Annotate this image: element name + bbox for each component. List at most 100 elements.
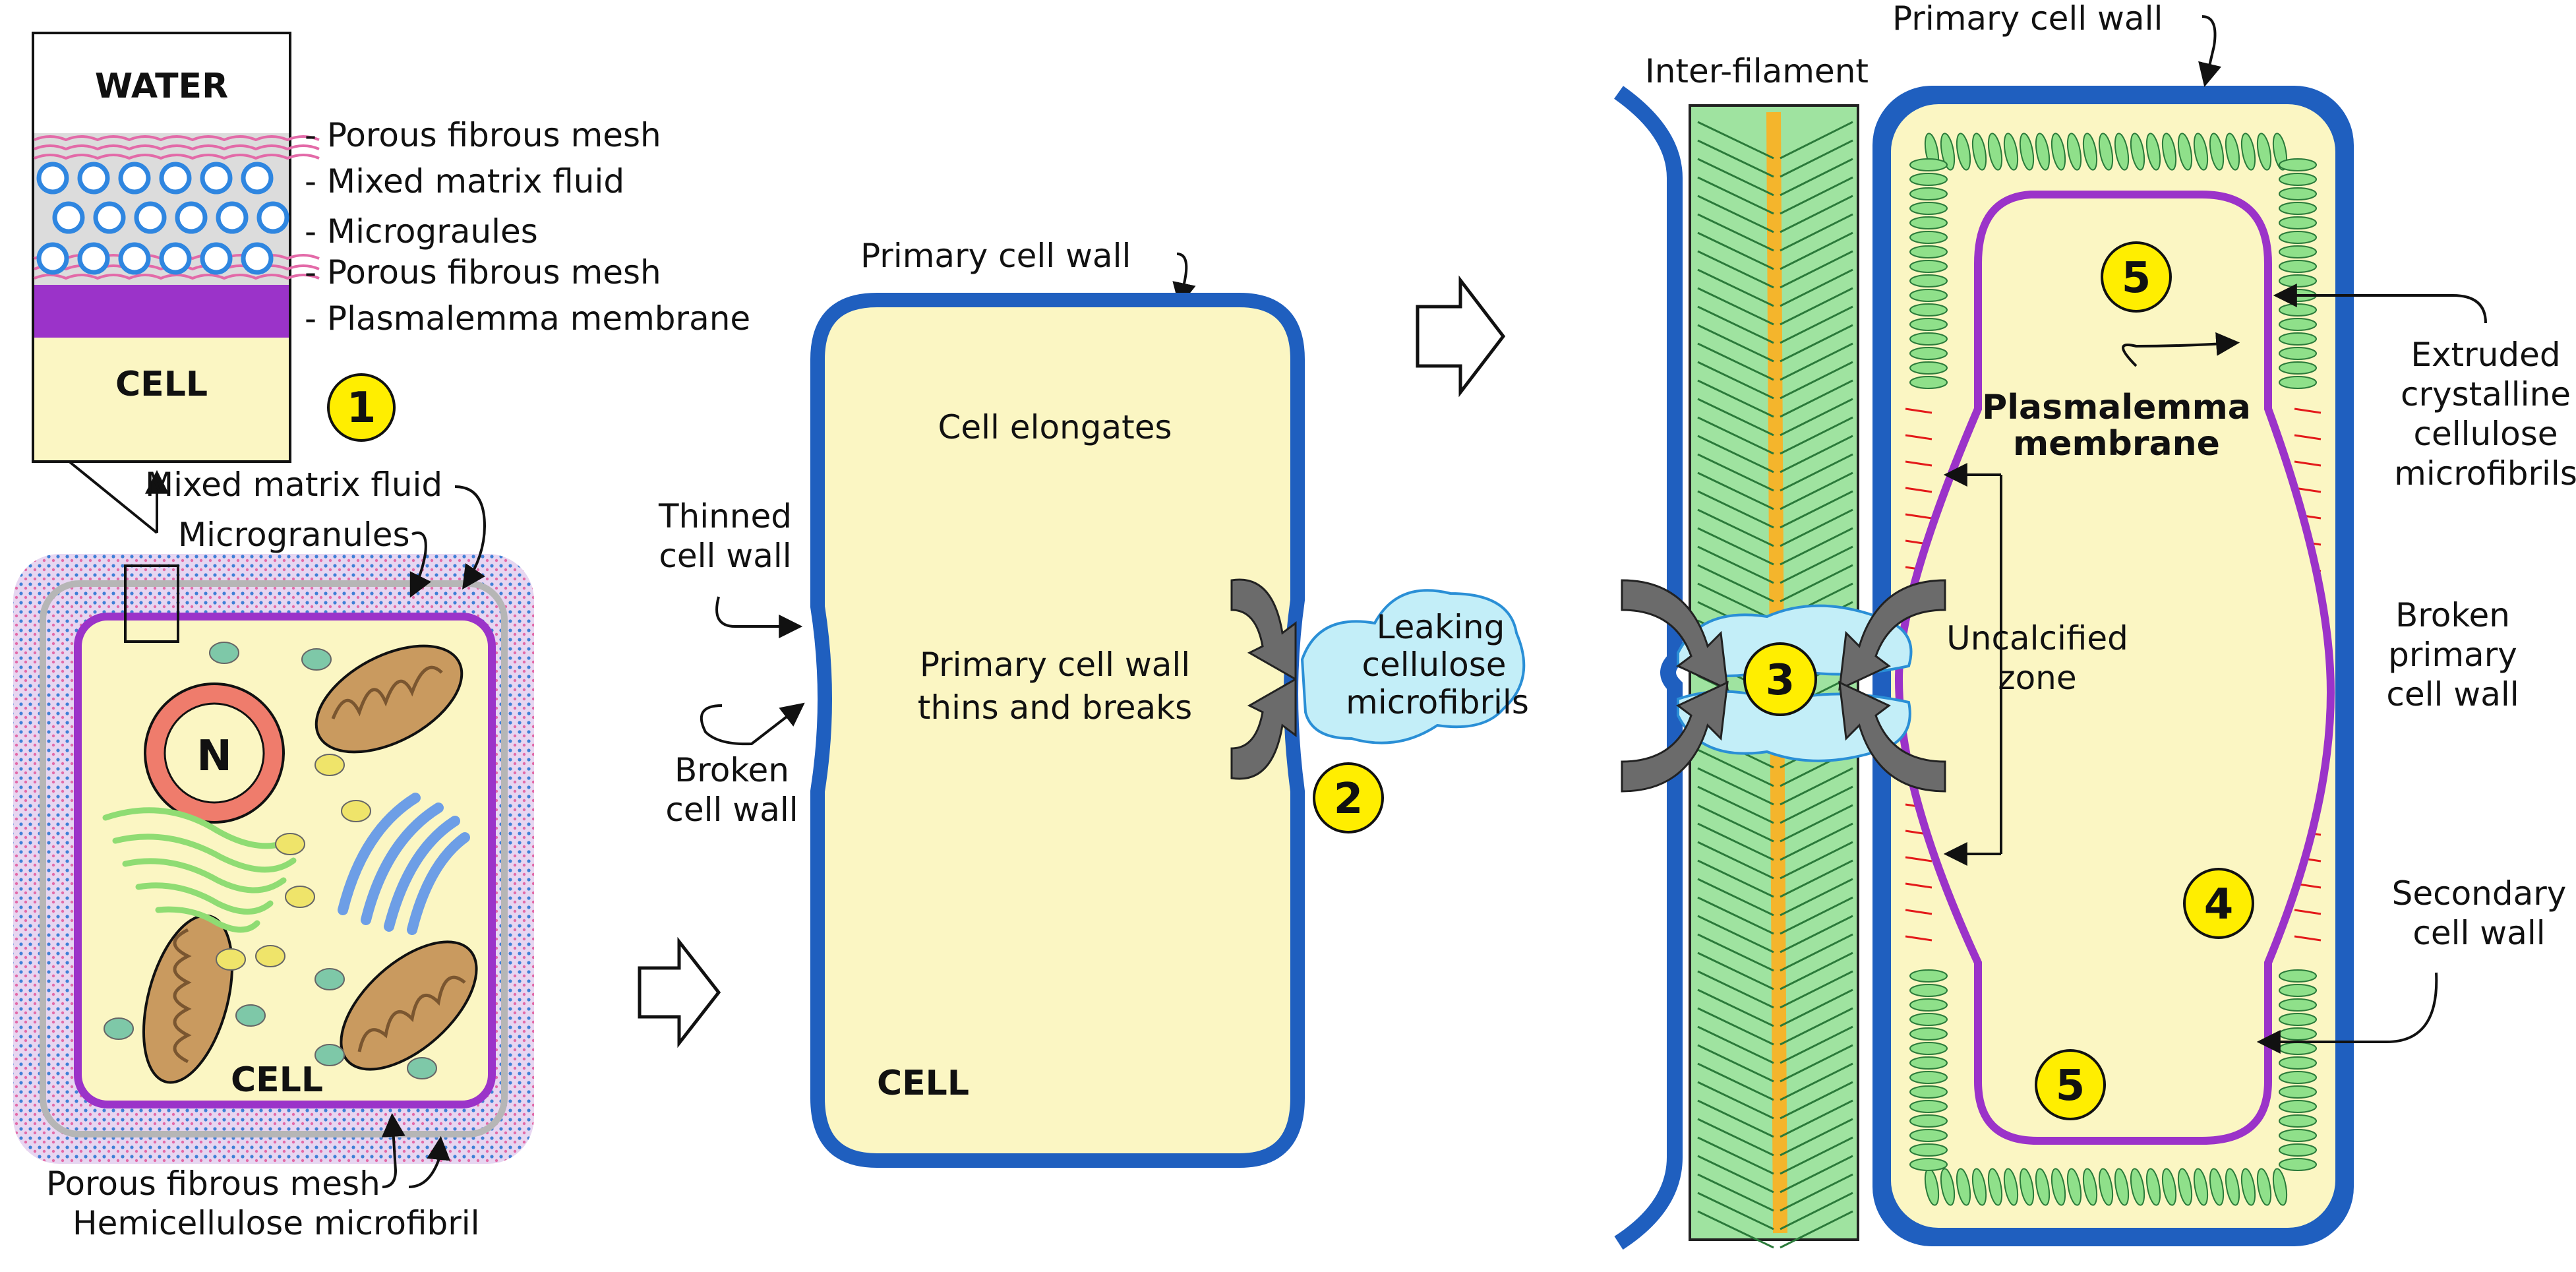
microgranule (118, 242, 151, 275)
inter-fibril (1697, 453, 1774, 492)
extruded-fibril (1905, 408, 1932, 414)
secondary-fibril (1909, 1114, 1948, 1128)
inter-fibril (1780, 1025, 1853, 1064)
nucleus: N (144, 682, 285, 824)
secondary-fibril (1909, 1056, 1948, 1070)
plasmalemma-label-2: membrane (2013, 424, 2220, 464)
inter-fibril (1780, 804, 1853, 843)
inter-fibril (1780, 471, 1853, 510)
vesicle (341, 800, 371, 822)
gray-arrow-junction-left-bottom (1621, 681, 1729, 793)
inter-fibril (1697, 416, 1774, 455)
gray-arrow-leak-top (1230, 578, 1297, 681)
vesicle (216, 948, 246, 971)
secondary-fibril (1956, 1168, 1971, 1206)
inter-fibril (1780, 158, 1853, 197)
inter-fibril (1697, 582, 1774, 621)
inter-fibril (1780, 1081, 1853, 1120)
secondary-fibril (2279, 332, 2317, 346)
inter-fibril (1697, 527, 1774, 566)
secondary-fibril (2066, 1168, 2082, 1206)
secondary-fibril (1909, 158, 1948, 171)
porous-mesh-arrow (381, 1112, 405, 1188)
inter-fibril (1697, 952, 1774, 990)
vesicle (209, 642, 239, 664)
inter-fibril (1780, 379, 1853, 418)
microgranule (216, 201, 249, 234)
extruded-fibril (1905, 434, 1932, 440)
secondary-fibril (2256, 133, 2272, 171)
inter-fibril (1780, 1173, 1853, 1212)
gray-arrow-leak-bottom (1230, 677, 1297, 780)
inter-fibril (1780, 453, 1853, 492)
inset-cell-label: CELL (115, 365, 208, 404)
extruded-label-2: crystalline (2401, 375, 2571, 413)
extruded-fibril (1905, 513, 1932, 520)
secondary-fibril (2145, 1168, 2161, 1206)
secondary-fibril (2256, 1168, 2272, 1206)
microgranule (159, 162, 192, 195)
cell-elongates-label: Cell elongates (938, 408, 1172, 446)
inset-layer-label: - Mixed matrix fluid (305, 162, 624, 200)
cell-1-label: CELL (231, 1060, 323, 1100)
leaking-microfibrils-blob (1300, 589, 1526, 744)
secondary-fibril (2035, 133, 2051, 171)
inter-fibril (1780, 545, 1853, 584)
thinned-wall-arrow (715, 596, 803, 638)
secondary-fibril (1909, 1158, 1948, 1171)
secondary-fibril (2161, 133, 2177, 171)
inter-fibril (1780, 213, 1853, 252)
inter-fibril (1697, 195, 1774, 233)
secondary-fibril (1987, 1168, 2003, 1206)
secondary-fibril (1909, 998, 1948, 1012)
inter-fibril (1697, 287, 1774, 326)
secondary-fibril (1909, 274, 1948, 288)
vesicle (104, 1017, 134, 1040)
hemicellulose-arrow (408, 1136, 451, 1188)
secondary-fibril (2035, 1168, 2051, 1206)
secondary-fibril (2130, 1168, 2145, 1206)
step-3-badge: 3 (1743, 642, 1817, 716)
extruded-fibril (1905, 460, 1932, 467)
inter-fibril (1697, 785, 1774, 824)
microgranule (118, 162, 151, 195)
inter-fibril (1780, 1210, 1853, 1249)
panel-2: Primary cell wall Cell elongates Primary… (658, 237, 1529, 1168)
broken-primary-label-2: primary (2388, 636, 2517, 674)
microgranule (159, 242, 192, 275)
inset-granules (36, 162, 289, 275)
inter-fibril (1697, 398, 1774, 437)
inter-fibril (1697, 361, 1774, 400)
microgranule (52, 201, 85, 234)
secondary-fibril (2130, 133, 2145, 171)
secondary-fibril (2003, 133, 2019, 171)
panel3-primary-wall-arrow (2198, 15, 2222, 88)
secondary-fibril (1909, 318, 1948, 331)
nucleus-label: N (196, 732, 232, 781)
secondary-fibril (1909, 173, 1948, 186)
secondary-fibril (2019, 133, 2035, 171)
secondary-fibril (1971, 1168, 1987, 1206)
inter-fibril (1697, 767, 1774, 806)
secondary-fibril (2193, 1168, 2209, 1206)
secondary-fibril (2279, 216, 2317, 229)
microgranule (36, 162, 69, 195)
inter-fibril (1780, 564, 1853, 603)
secondary-wall-label-1: Secondary (2392, 874, 2567, 913)
cell-1-matrix-ring (40, 580, 508, 1137)
inter-fibril (1780, 398, 1853, 437)
inter-fibril (1780, 268, 1853, 307)
uncalcified-label-1: Uncalcified (1946, 619, 2128, 657)
inter-fibril (1697, 158, 1774, 197)
secondary-fibril (2279, 231, 2317, 244)
inter-fibril (1697, 1044, 1774, 1083)
inter-fibril (1780, 767, 1853, 806)
step-2-number: 2 (1334, 775, 1363, 824)
cell-2-label: CELL (877, 1064, 969, 1103)
extruded-fibril (2294, 909, 2321, 915)
secondary-fibril (1909, 216, 1948, 229)
flow-arrow-1 (638, 936, 721, 1048)
cell-2-wall (810, 293, 1305, 1168)
inter-fibril (1697, 564, 1774, 603)
porous-mesh-label: Porous fibrous mesh (46, 1165, 380, 1203)
